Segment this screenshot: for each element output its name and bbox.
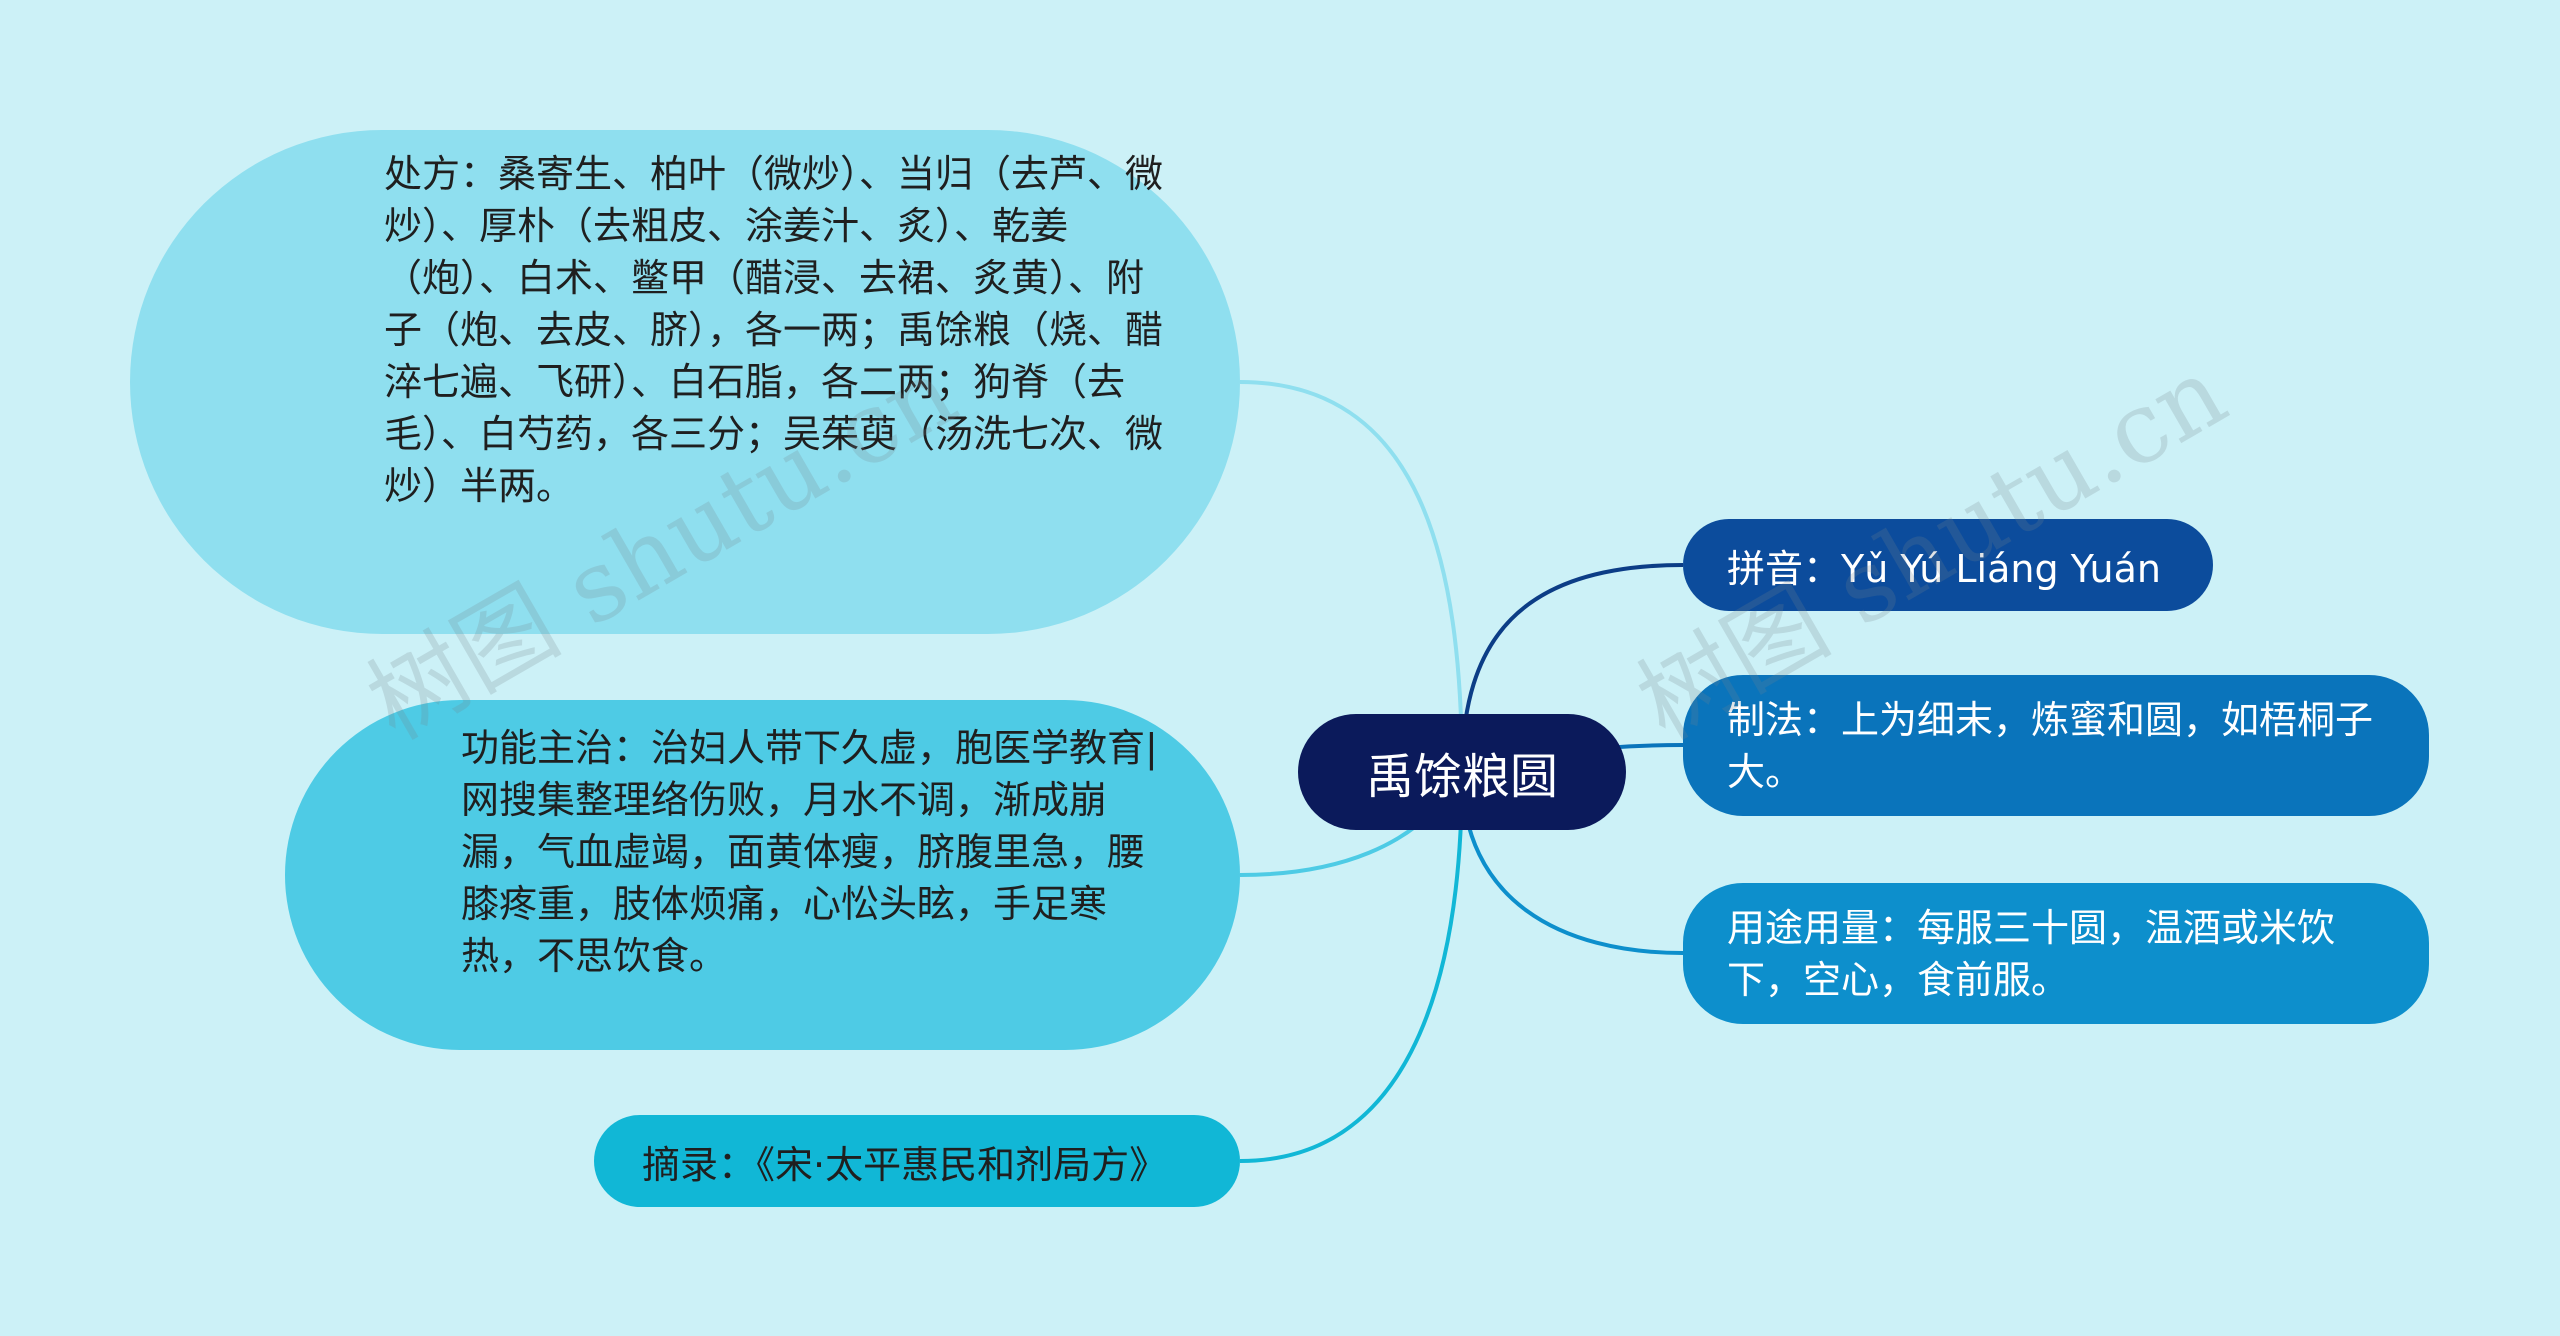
- node-gongneng-label: 功能主治：治妇人带下久虚，胞医学教育|网搜集整理络伤败，月水不调，渐成崩漏，气血…: [461, 726, 1158, 978]
- node-zhailu[interactable]: 摘录：《宋·太平惠民和剂局方》: [594, 1115, 1240, 1207]
- node-zhifa-label: 制法：上为细末，炼蜜和圆，如梧桐子大。: [1727, 697, 2374, 794]
- connector-zhailu: [1239, 771, 1464, 1163]
- connector-chufang: [1239, 380, 1464, 773]
- node-pinyin-label: 拼音：Yǔ Yú Liáng Yuán: [1727, 546, 2161, 591]
- node-pinyin[interactable]: 拼音：Yǔ Yú Liáng Yuán: [1683, 519, 2213, 611]
- node-zhailu-label: 摘录：《宋·太平惠民和剂局方》: [642, 1142, 1168, 1187]
- center-topic[interactable]: 禹馀粮圆: [1298, 714, 1626, 830]
- node-yongtu[interactable]: 用途用量：每服三十圆，温酒或米饮下，空心，食前服。: [1683, 883, 2429, 1024]
- node-chufang-label: 处方：桑寄生、柏叶（微炒）、当归（去芦、微炒）、厚朴（去粗皮、涂姜汁、炙）、乾姜…: [384, 152, 1164, 508]
- node-yongtu-label: 用途用量：每服三十圆，温酒或米饮下，空心，食前服。: [1727, 905, 2336, 1002]
- node-gongneng[interactable]: 功能主治：治妇人带下久虚，胞医学教育|网搜集整理络伤败，月水不调，渐成崩漏，气血…: [285, 700, 1240, 1050]
- node-zhifa[interactable]: 制法：上为细末，炼蜜和圆，如梧桐子大。: [1683, 675, 2429, 816]
- center-topic-label: 禹馀粮圆: [1365, 749, 1558, 805]
- node-chufang[interactable]: 处方：桑寄生、柏叶（微炒）、当归（去芦、微炒）、厚朴（去粗皮、涂姜汁、炙）、乾姜…: [130, 130, 1240, 634]
